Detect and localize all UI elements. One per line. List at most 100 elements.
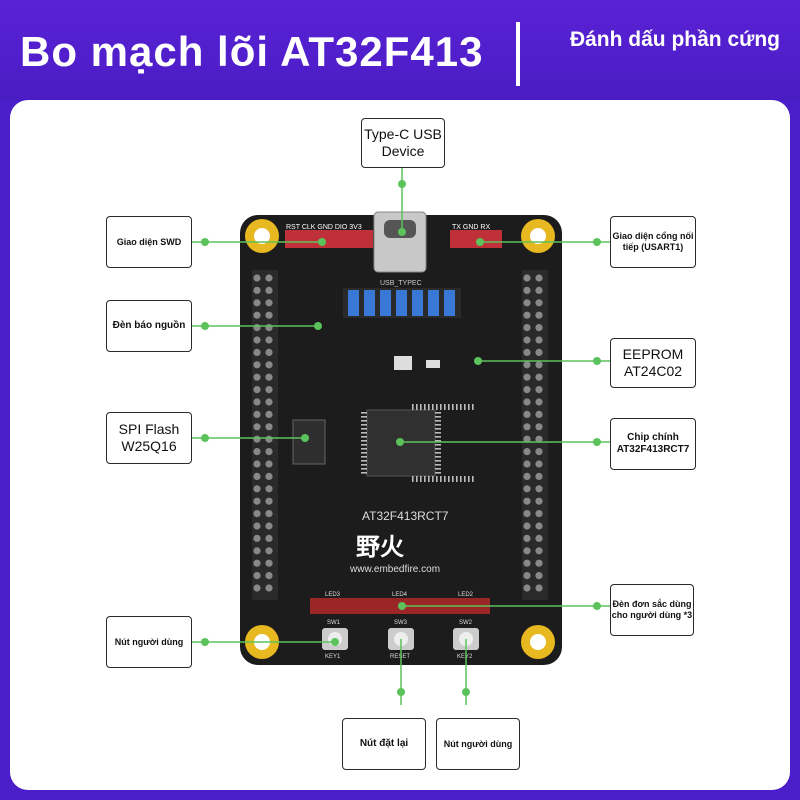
left-header-pin — [265, 497, 273, 505]
page-subtitle: Đánh dấu phần cứng — [569, 28, 780, 51]
brand-logo: 野火 — [356, 534, 404, 561]
uart-header — [450, 230, 502, 248]
left-header-pin — [265, 348, 273, 356]
page-title: Bo mạch lõi AT32F413 — [20, 28, 484, 75]
left-header-pin — [265, 509, 273, 518]
left-header-pin — [265, 522, 273, 530]
left-header-pin — [265, 435, 273, 443]
right-header-pin — [523, 460, 531, 468]
left-header-pin — [265, 311, 273, 319]
chip-pin — [435, 468, 441, 470]
chip-pin — [435, 420, 441, 422]
right-header-pin — [523, 348, 531, 356]
left-header-pin — [253, 497, 261, 505]
label-spi-flash: SPI Flash W25Q16 — [106, 412, 192, 464]
left-header-pin — [253, 336, 261, 344]
jumper-cap — [380, 290, 391, 316]
chip-silkscreen: AT32F413RCT7 — [362, 509, 449, 523]
chip-pin — [420, 476, 422, 482]
chip-pin — [435, 428, 441, 430]
chip-pin — [361, 428, 367, 430]
spi-flash-chip — [292, 419, 326, 465]
chip-pin — [440, 476, 442, 482]
chip-pin — [435, 472, 441, 474]
chip-pin — [435, 440, 441, 442]
chip-pin — [444, 476, 446, 482]
right-header-pin — [535, 336, 543, 344]
left-header-pin — [253, 472, 261, 480]
right-header-pin — [535, 522, 543, 530]
label-user-button-right: Nút người dùng — [436, 718, 520, 770]
button-label-1: KEY1 — [325, 654, 341, 660]
chip-pin — [361, 456, 367, 458]
right-header-pin — [535, 386, 543, 394]
right-header-pin — [523, 398, 531, 406]
right-header-pin — [523, 584, 531, 592]
right-header-pin — [535, 324, 543, 332]
left-header-pin — [265, 423, 273, 431]
chip-pin — [361, 424, 367, 426]
left-header-pin — [265, 398, 273, 406]
right-header-pin — [523, 559, 531, 567]
chip-pin — [435, 452, 441, 454]
right-header-pin — [535, 435, 543, 443]
left-header-pin — [253, 410, 261, 418]
switch-label-3: SW2 — [459, 620, 473, 626]
right-header-pin — [535, 410, 543, 418]
chip-pin — [452, 404, 454, 410]
chip-pin — [432, 404, 434, 410]
chip-pin — [435, 456, 441, 458]
chip-pin — [435, 412, 441, 414]
chip-pin — [468, 476, 470, 482]
chip-pin — [436, 404, 438, 410]
led-label-3: LED2 — [458, 592, 474, 598]
swd-header — [285, 230, 373, 248]
right-header-pin — [535, 348, 543, 356]
chip-pin — [456, 404, 458, 410]
chip-pin — [424, 404, 426, 410]
left-header-pin — [253, 572, 261, 580]
chip-pin — [416, 404, 418, 410]
chip-pin — [464, 404, 466, 410]
chip-pin — [416, 476, 418, 482]
left-header-pin — [265, 299, 273, 307]
right-header-pin — [523, 311, 531, 319]
left-header-pin — [253, 534, 261, 543]
right-header-pin — [523, 299, 531, 307]
label-type-c: Type-C USB Device — [361, 118, 445, 168]
right-header-pin — [523, 324, 531, 332]
left-header-pin — [253, 361, 261, 369]
right-header-pin — [523, 435, 531, 443]
right-header-pin — [535, 547, 543, 555]
right-header-pin — [523, 572, 531, 580]
left-header-pin — [265, 373, 273, 381]
left-header-pin — [265, 336, 273, 344]
right-header-pin — [523, 448, 531, 456]
right-header-pin — [523, 274, 531, 282]
right-header-pin — [523, 497, 531, 505]
left-header-pin — [265, 584, 273, 592]
left-header-pin — [265, 572, 273, 580]
chip-pin — [448, 404, 450, 410]
right-header-pin — [523, 423, 531, 431]
jumper-cap — [396, 290, 407, 316]
left-header-pin — [265, 386, 273, 394]
crystal-small — [426, 360, 440, 368]
chip-pin — [435, 460, 441, 462]
left-header-pin — [253, 398, 261, 406]
mounting-holes — [245, 219, 555, 659]
header-banner: Bo mạch lõi AT32F413 Đánh dấu phần cứng — [0, 0, 800, 100]
chip-pin — [444, 404, 446, 410]
chip-pin — [464, 476, 466, 482]
chip-pin — [428, 404, 430, 410]
label-reset-button: Nút đặt lại — [342, 718, 426, 770]
chip-pin — [432, 476, 434, 482]
callout-dots — [201, 180, 601, 696]
chip-pin — [435, 432, 441, 434]
right-header-pin — [535, 311, 543, 319]
chip-pin — [361, 452, 367, 454]
left-header-pin — [265, 448, 273, 456]
right-header-pin — [523, 485, 531, 493]
chip-pin — [361, 412, 367, 414]
